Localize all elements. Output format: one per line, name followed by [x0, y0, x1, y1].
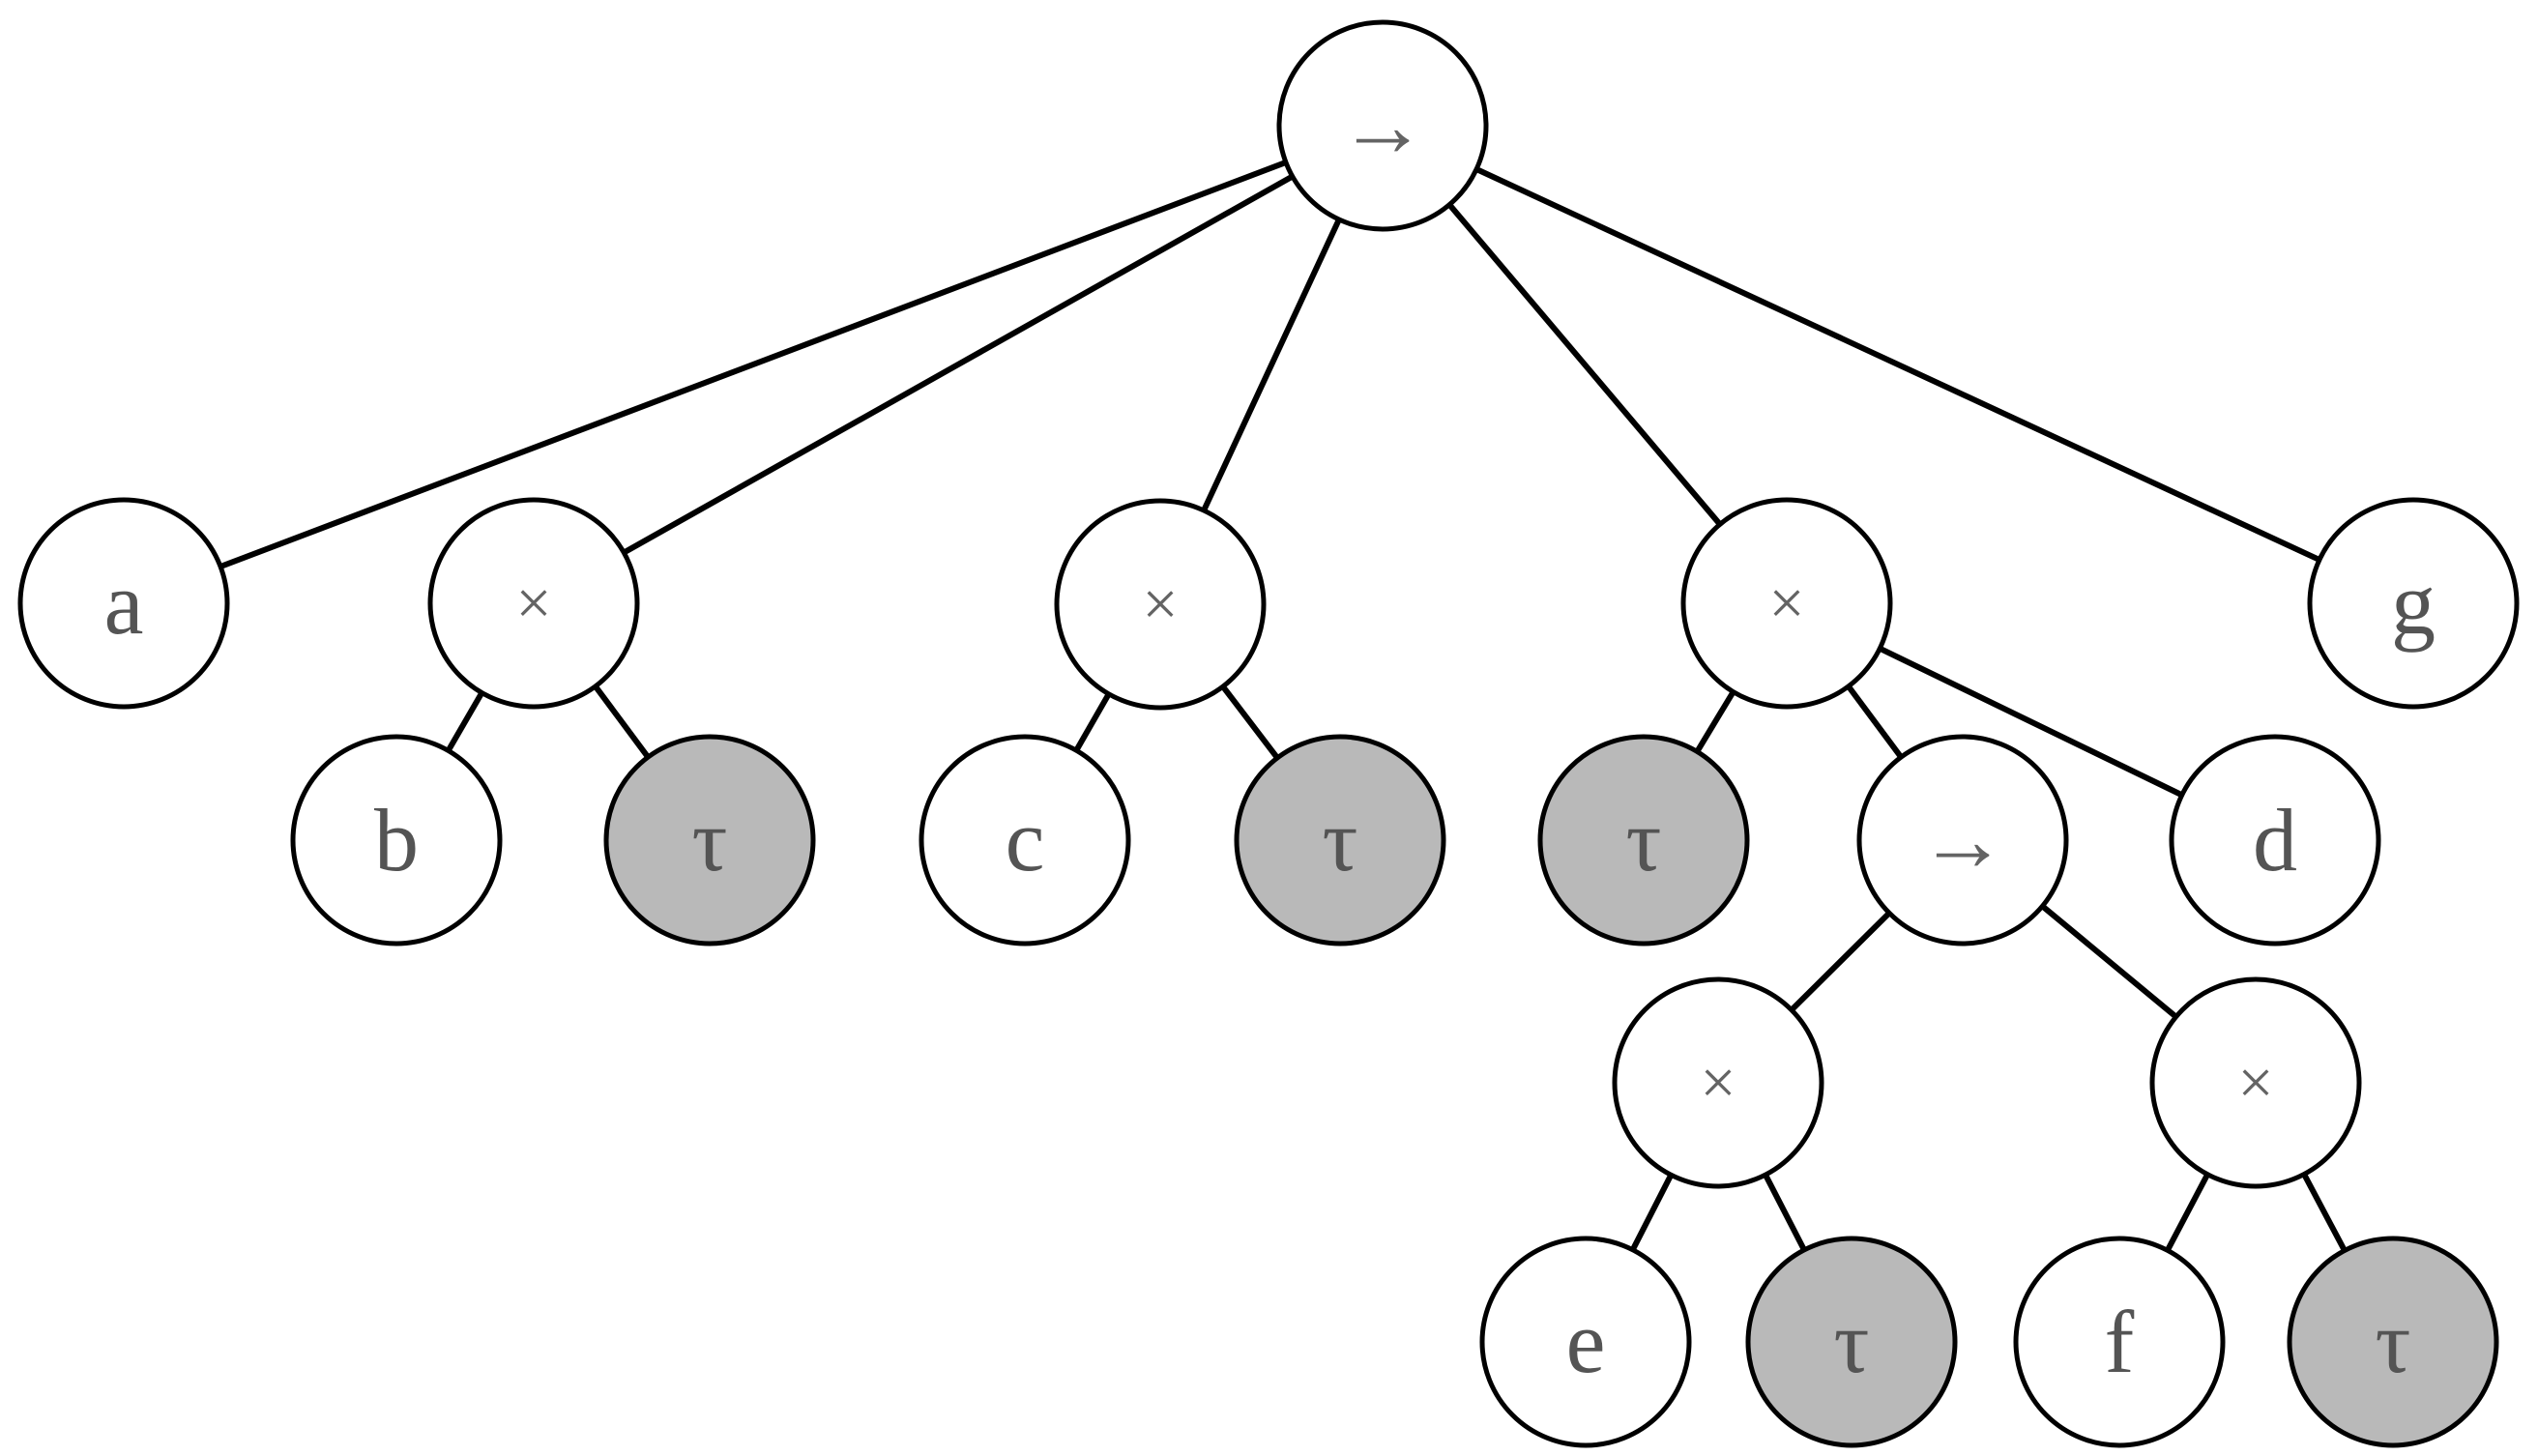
node-circle — [2287, 1236, 2499, 1448]
node-circle — [1612, 976, 1824, 1189]
node-circle — [2013, 1236, 2226, 1448]
node-circle — [1537, 734, 1750, 946]
node-circle — [1054, 498, 1267, 711]
node-f: f — [2013, 1236, 2226, 1448]
node-xor-5: × — [2149, 976, 2362, 1189]
silent-tau-label: τ — [1323, 791, 1358, 889]
node-tau-2: τ — [1234, 734, 1446, 946]
node-circle — [2169, 734, 2381, 946]
node-circle — [1276, 19, 1489, 232]
node-circle — [427, 497, 640, 710]
silent-tau-label: τ — [692, 791, 728, 889]
edge-root-xor1 — [532, 123, 1385, 606]
node-circle — [919, 734, 1131, 946]
xor-operator-symbol: × — [1142, 569, 1178, 640]
xor-operator-symbol: × — [2237, 1048, 2273, 1119]
edge-root-a — [122, 123, 1385, 606]
node-circle — [17, 497, 230, 710]
node-c: c — [919, 734, 1131, 946]
node-xor-3: × — [1680, 497, 1893, 710]
node-d: d — [2169, 734, 2381, 946]
node-b: b — [290, 734, 503, 946]
node-circle — [1680, 497, 1893, 710]
node-xor-2: × — [1054, 498, 1267, 711]
silent-tau-label: τ — [1626, 791, 1662, 889]
tree-nodes: → a × × × g b τ — [17, 19, 2520, 1448]
xor-operator-symbol: × — [1768, 568, 1804, 639]
node-tau-3: τ — [1537, 734, 1750, 946]
node-circle — [1479, 1236, 1692, 1448]
node-circle — [2149, 976, 2362, 1189]
sequence-operator-symbol: → — [1338, 76, 1427, 175]
node-a: a — [17, 497, 230, 710]
node-seq-2: → — [1856, 734, 2069, 946]
node-e: e — [1479, 1236, 1692, 1448]
activity-label: a — [104, 554, 144, 653]
edge-root-g — [1381, 123, 2415, 606]
node-circle — [2307, 497, 2520, 710]
node-xor-4: × — [1612, 976, 1824, 1189]
activity-label: d — [2253, 791, 2297, 889]
activity-label: b — [374, 791, 419, 889]
activity-label: f — [2105, 1293, 2135, 1391]
activity-label: c — [1006, 791, 1045, 889]
xor-operator-symbol: × — [515, 568, 551, 639]
silent-tau-label: τ — [1834, 1293, 1870, 1391]
node-tau-5: τ — [2287, 1236, 2499, 1448]
xor-operator-symbol: × — [1700, 1048, 1736, 1119]
tree-edges — [122, 123, 2415, 1344]
node-seq-root: → — [1276, 19, 1489, 232]
silent-tau-label: τ — [2376, 1293, 2411, 1391]
node-circle — [290, 734, 503, 946]
activity-label: g — [2391, 554, 2436, 653]
node-tau-4: τ — [1745, 1236, 1958, 1448]
node-tau-1: τ — [603, 734, 816, 946]
node-circle — [1856, 734, 2069, 946]
node-circle — [1234, 734, 1446, 946]
activity-label: e — [1566, 1293, 1606, 1391]
node-g: g — [2307, 497, 2520, 710]
node-circle — [1745, 1236, 1958, 1448]
node-xor-1: × — [427, 497, 640, 710]
sequence-operator-symbol: → — [1918, 791, 2007, 889]
node-circle — [603, 734, 816, 946]
